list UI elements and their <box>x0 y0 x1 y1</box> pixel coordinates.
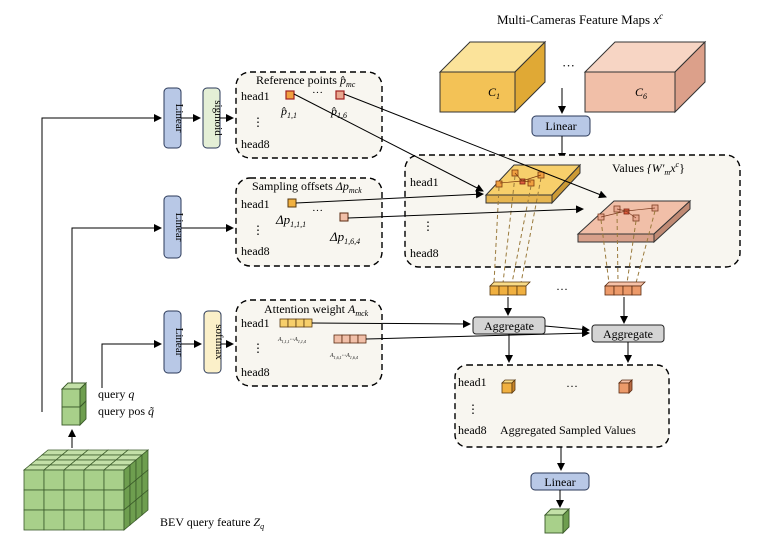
samp-ellipsis: ··· <box>312 205 323 217</box>
bev-query-grid <box>22 449 150 531</box>
attn-w2-labels: A1,6,1···A1,6,4 <box>329 353 358 361</box>
sample-points-camera1 <box>495 169 545 188</box>
agg-cube-6 <box>618 379 633 394</box>
output-cube <box>543 507 571 535</box>
ref-vdots: ⋮ <box>252 115 264 129</box>
bev-cell-side <box>123 504 131 531</box>
attn-vdots: ⋮ <box>252 341 264 355</box>
bev-cell-front <box>23 469 45 491</box>
bev-cell-front <box>43 469 65 491</box>
bev-cell-front <box>43 509 65 531</box>
reference-points-panel <box>235 71 383 159</box>
bev-cell-side <box>135 494 143 521</box>
svg-text:Aggregate: Aggregate <box>603 327 653 341</box>
linear-box-ref: Linear <box>163 87 185 149</box>
ref-head1: head1 <box>241 89 270 103</box>
ref-point-1 <box>285 90 295 100</box>
aggregate-box-2: Aggregate <box>591 324 665 343</box>
linear-box-offsets: Linear <box>163 195 185 259</box>
bev-cell-front <box>103 509 125 531</box>
attention-weight-panel <box>235 299 383 387</box>
ref-p1-label: p̂1,1 <box>280 104 297 120</box>
aggregated-label: Aggregated Sampled Values <box>500 423 636 437</box>
query-q-label: query q <box>98 387 134 401</box>
camera-ellipsis: ··· <box>562 58 575 73</box>
svg-text:Aggregate: Aggregate <box>484 319 534 333</box>
attn-w1-labels: A1,1,1···A1,1,4 <box>277 337 306 345</box>
bev-cell-front <box>23 509 45 531</box>
agg-vdots: ⋮ <box>467 402 479 416</box>
bev-label: BEV query feature Zq <box>160 515 264 531</box>
sigmoid-box: sigmoid <box>202 87 224 149</box>
value-plane-camera6 <box>576 199 692 244</box>
softmax-box: softmax <box>203 310 225 374</box>
panel-connectors <box>293 93 607 340</box>
bev-cell-front <box>43 489 65 511</box>
sampled-ellipsis: ··· <box>556 282 568 296</box>
projection-lines <box>493 175 656 284</box>
values-head1: head1 <box>410 175 439 189</box>
cam-c6-label: C6 <box>635 85 647 101</box>
attn-head1: head1 <box>241 316 270 330</box>
camera-map-c6: C6 <box>583 40 707 114</box>
values-label: Values {W′mxc} <box>612 160 685 177</box>
attn-label: Attention weight Amck <box>264 302 369 318</box>
bev-cell-front <box>103 469 125 491</box>
svg-text:Linear: Linear <box>173 328 185 357</box>
attn-weights-camera1 <box>279 318 313 328</box>
ref-p6-label: p̂1,6 <box>330 104 347 120</box>
ref-ellipsis: ··· <box>312 87 323 99</box>
svg-text:Linear: Linear <box>173 104 185 133</box>
ref-label: Reference points p̂mc <box>256 73 356 89</box>
bev-cell-front <box>63 509 85 531</box>
ref-point-6 <box>335 90 345 100</box>
samp-p1-label: Δp1,1,1 <box>275 212 306 229</box>
agg-head1: head1 <box>458 375 487 389</box>
linear-box-output: Linear <box>530 472 590 491</box>
agg-cube-1 <box>501 379 516 394</box>
sampled-values-camera1 <box>489 281 531 296</box>
samp-offset-1 <box>287 198 297 208</box>
bev-cell-front <box>83 469 105 491</box>
samp-label: Sampling offsets Δpmck <box>252 179 362 195</box>
samp-head8: head8 <box>241 244 270 258</box>
samp-offset-2 <box>339 212 349 222</box>
cam-c1-label: C1 <box>488 85 500 101</box>
attn-head8: head8 <box>241 365 270 379</box>
values-head8: head8 <box>410 246 439 260</box>
svg-text:sigmoid: sigmoid <box>212 100 224 136</box>
linear-box-cameras: Linear <box>531 115 591 137</box>
agg-ellipsis: ··· <box>566 379 578 393</box>
values-vdots: ⋮ <box>422 219 434 233</box>
attn-weights-camera6 <box>333 334 367 344</box>
query-pos-label: query pos q̃ <box>98 404 154 418</box>
samp-p2-label: Δp1,6,4 <box>329 229 360 246</box>
samp-head1: head1 <box>241 197 270 211</box>
svg-text:Linear: Linear <box>545 119 576 133</box>
svg-text:softmax: softmax <box>213 324 225 360</box>
linear-box-attn: Linear <box>163 310 185 374</box>
query-cubes <box>60 381 88 427</box>
bev-cell-side <box>129 499 137 526</box>
svg-text:Linear: Linear <box>544 475 575 489</box>
connector-lines <box>41 114 234 412</box>
bev-cell-front <box>83 509 105 531</box>
bev-cell-front <box>83 489 105 511</box>
maps-title: Multi-Cameras Feature Maps xc <box>497 11 663 27</box>
agg-head8: head8 <box>458 423 487 437</box>
sampled-values-camera6 <box>604 281 646 296</box>
camera-map-c1: C1 <box>438 40 547 114</box>
sampling-offsets-panel <box>235 177 383 267</box>
bev-cell-side <box>141 489 149 516</box>
samp-vdots: ⋮ <box>252 223 264 237</box>
aggregate-box-1: Aggregate <box>472 316 546 335</box>
svg-text:Linear: Linear <box>173 213 185 242</box>
bev-cell-front <box>23 489 45 511</box>
ref-head8: head8 <box>241 137 270 151</box>
bev-cell-front <box>63 469 85 491</box>
bev-cell-front <box>63 489 85 511</box>
bev-cell-front <box>103 489 125 511</box>
